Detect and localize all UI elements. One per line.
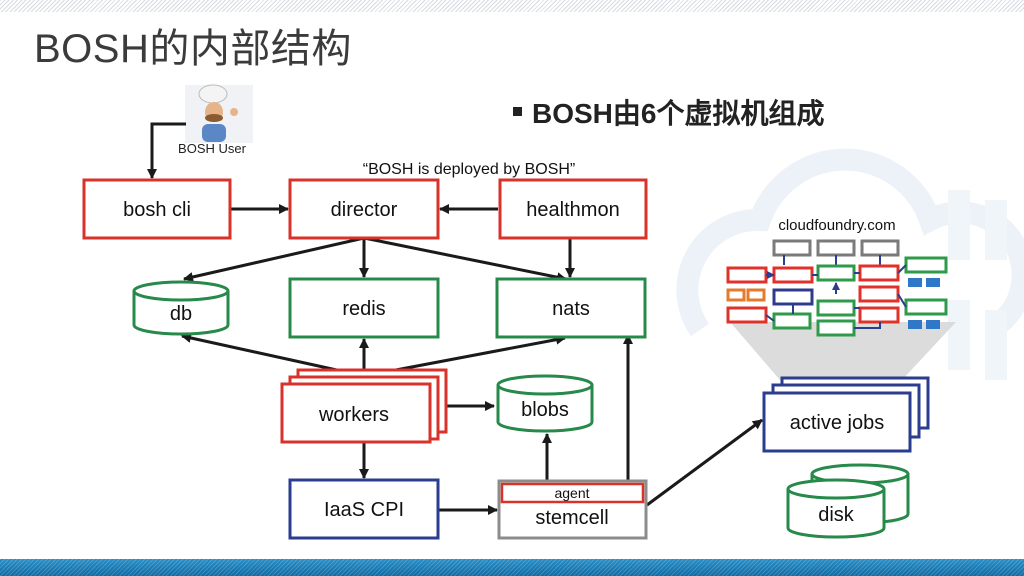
bullet-text: BOSH由6个虚拟机组成: [532, 98, 825, 129]
node-active-jobs: active jobs: [762, 376, 930, 453]
node-iaas-cpi: IaaS CPI: [288, 478, 440, 540]
bullet-point: BOSH由6个虚拟机组成: [513, 92, 824, 132]
caption: “BOSH is deployed by BOSH”: [363, 161, 576, 178]
workers-label: workers: [318, 404, 389, 426]
node-healthmon: healthmon: [498, 178, 648, 240]
healthmon-label: healthmon: [526, 199, 619, 221]
node-bosh-cli: bosh cli: [82, 178, 232, 240]
bosh-user-avatar: [185, 84, 253, 143]
top-stripe: [0, 0, 1024, 12]
agent-label: agent: [554, 485, 589, 501]
nats-label: nats: [552, 298, 590, 320]
bosh-cli-label: bosh cli: [123, 199, 191, 221]
node-blobs: blobs: [496, 374, 594, 433]
node-disk: disk: [786, 463, 910, 539]
arrow-stemcell-to-jobs: [646, 418, 763, 507]
iaas-cpi-label: IaaS CPI: [324, 499, 404, 521]
node-redis: redis: [288, 277, 440, 339]
arrow-director-to-db: [183, 236, 365, 282]
slide-title: BOSH的内部结构: [34, 27, 352, 71]
arrow-user-to-cli: [147, 122, 186, 179]
active-jobs-label: active jobs: [790, 412, 885, 434]
agent-box: [500, 482, 645, 504]
bullet-square-icon: [513, 107, 522, 117]
node-workers: workers: [280, 368, 448, 444]
db-label: db: [170, 303, 192, 325]
node-director: director: [288, 178, 440, 240]
cloudfoundry-cluster-icon: [726, 239, 956, 380]
node-db: db: [132, 280, 230, 336]
director-label: director: [331, 199, 398, 221]
node-nats: nats: [495, 277, 647, 339]
cloudfoundry-label: cloudfoundry.com: [778, 217, 895, 234]
bottom-bar: [0, 559, 1024, 576]
node-stemcell: agent stemcell: [497, 479, 648, 540]
redis-label: redis: [342, 298, 385, 320]
blobs-label: blobs: [521, 399, 569, 421]
user-label: BOSH User: [178, 141, 247, 156]
stemcell-label: stemcell: [535, 507, 608, 529]
disk-label: disk: [818, 504, 855, 526]
arrow-director-to-nats: [363, 236, 567, 283]
